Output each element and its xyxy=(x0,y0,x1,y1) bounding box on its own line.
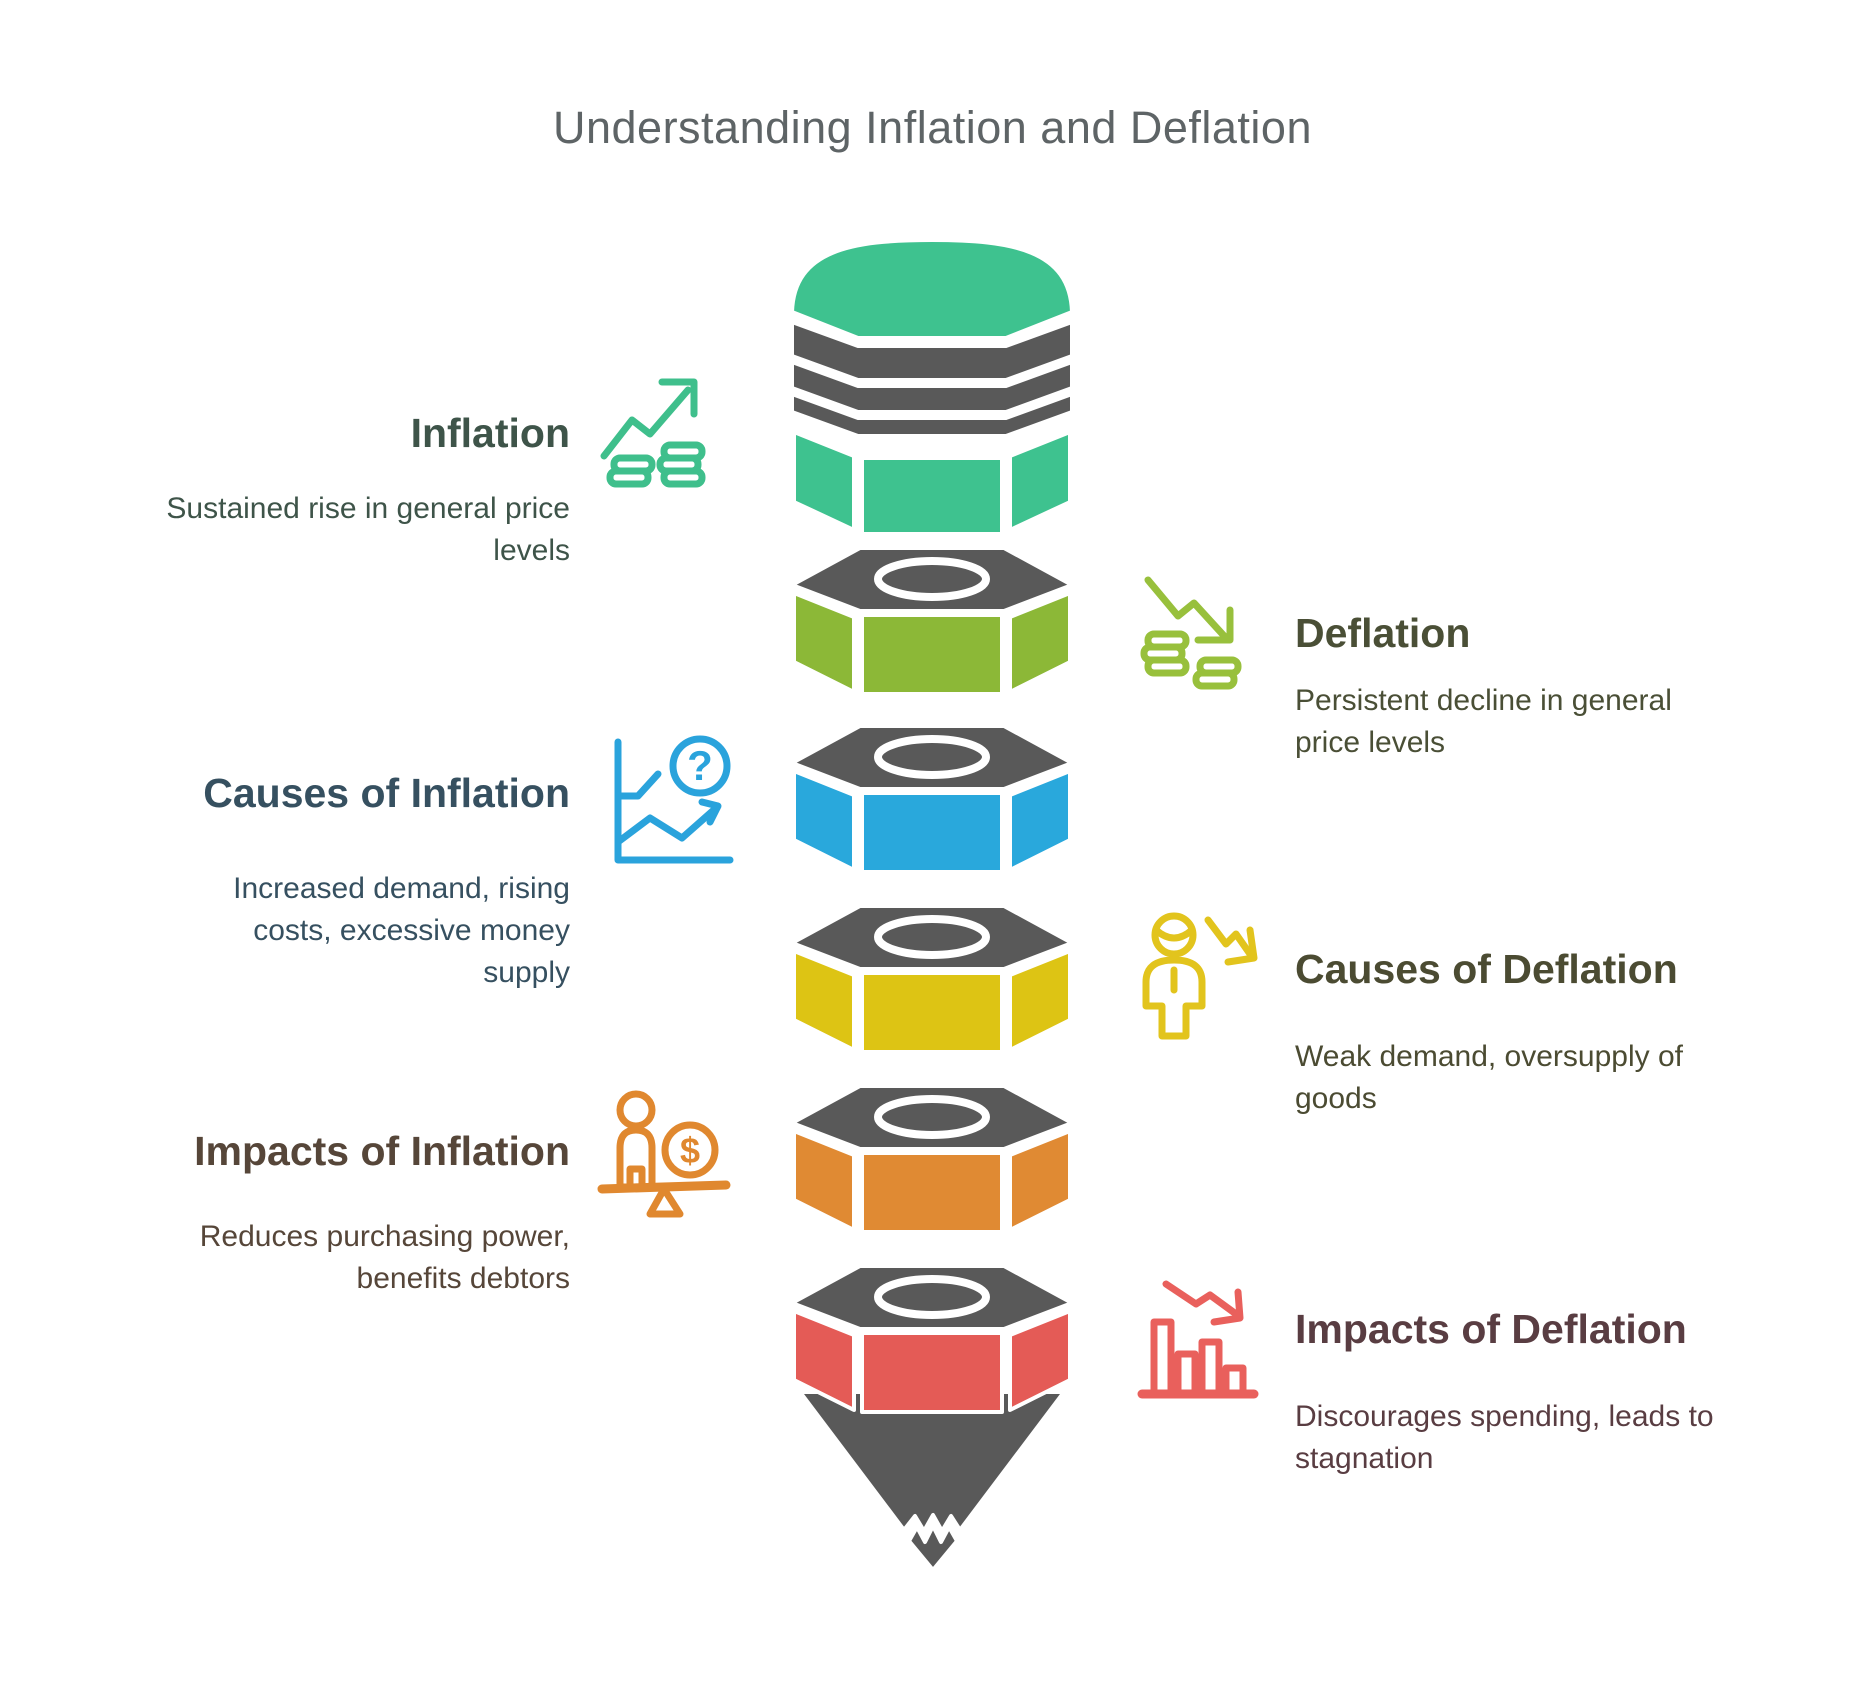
svg-text:?: ? xyxy=(687,742,713,789)
nut-face-left xyxy=(792,1309,856,1412)
eraser-face-center xyxy=(860,456,1004,536)
section-desc-inflation: Sustained rise in general price levels xyxy=(166,492,570,567)
section-desc-impacts-of-inflation: Reduces purchasing power, benefits debto… xyxy=(199,1220,570,1295)
nut-face-center xyxy=(860,971,1004,1054)
nut-face-right xyxy=(1008,1309,1072,1412)
section-title-impacts-of-inflation: Impacts of Inflation xyxy=(194,1128,570,1174)
pencil-tip xyxy=(798,1390,1066,1572)
nut-hole xyxy=(874,1095,990,1139)
nut-segment-impacts-inflation xyxy=(792,1084,1072,1234)
ferrule-band xyxy=(792,392,1072,438)
nut-hole xyxy=(874,557,990,601)
section-desc-impacts-of-deflation: Discourages spending, leads to stagnatio… xyxy=(1295,1400,1714,1475)
section-title-causes-of-deflation: Causes of Deflation xyxy=(1295,946,1678,992)
nut-segment-causes-deflation xyxy=(792,904,1072,1054)
ferrule-band xyxy=(792,320,1072,382)
nut-top xyxy=(792,546,1072,613)
nut-top xyxy=(792,1264,1072,1331)
section-desc-causes-of-deflation: Weak demand, oversupply of goods xyxy=(1295,1040,1683,1115)
person-decline-icon xyxy=(1138,908,1272,1050)
nut-hole xyxy=(874,915,990,959)
eraser-segment xyxy=(792,238,1072,536)
page-title: Understanding Inflation and Deflation xyxy=(552,102,1312,153)
section-desc-deflation: Persistent decline in general price leve… xyxy=(1295,684,1672,759)
nut-top xyxy=(792,724,1072,791)
nut-face-center xyxy=(860,613,1004,696)
nut-hole xyxy=(874,1275,990,1319)
nut-face-left xyxy=(792,591,856,694)
nut-face-right xyxy=(1008,769,1072,872)
section-desc-causes-of-inflation: Increased demand, rising costs, excessiv… xyxy=(233,872,570,989)
nut-top xyxy=(792,904,1072,971)
nut-face-right xyxy=(1008,949,1072,1052)
nut-face-right xyxy=(1008,591,1072,694)
chart-question-icon: ? xyxy=(604,732,736,874)
trend-up-coins-icon xyxy=(598,362,720,494)
pencil-funnel-graphic xyxy=(792,238,1072,1572)
ferrule-band xyxy=(792,360,1072,414)
section-title-inflation: Inflation xyxy=(410,410,570,456)
nut-segment-deflation xyxy=(792,546,1072,696)
bar-decline-icon xyxy=(1137,1278,1276,1403)
nut-top xyxy=(792,1084,1072,1151)
svg-text:$: $ xyxy=(680,1130,700,1171)
nut-face-left xyxy=(792,769,856,872)
nut-face-center xyxy=(860,791,1004,874)
pencil-tip-cone xyxy=(798,1390,1066,1533)
nut-hole xyxy=(874,735,990,779)
section-title-deflation: Deflation xyxy=(1295,610,1471,656)
nut-segment-impacts-deflation xyxy=(792,1264,1072,1414)
nut-face-right xyxy=(1008,1129,1072,1232)
trend-down-coins-icon xyxy=(1140,572,1262,704)
pencil-tip-point xyxy=(907,1524,959,1572)
eraser-face-left xyxy=(792,430,856,532)
nut-face-center xyxy=(860,1331,1004,1414)
section-title-causes-of-inflation: Causes of Inflation xyxy=(203,770,570,816)
section-title-impacts-of-deflation: Impacts of Deflation xyxy=(1295,1306,1687,1352)
balance-scale-icon: $ xyxy=(597,1090,731,1222)
nut-face-left xyxy=(792,1129,856,1232)
eraser-dome xyxy=(792,238,1072,340)
nut-segment-causes-inflation xyxy=(792,724,1072,874)
eraser-face-right xyxy=(1008,430,1072,532)
nut-face-left xyxy=(792,949,856,1052)
nut-face-center xyxy=(860,1151,1004,1234)
